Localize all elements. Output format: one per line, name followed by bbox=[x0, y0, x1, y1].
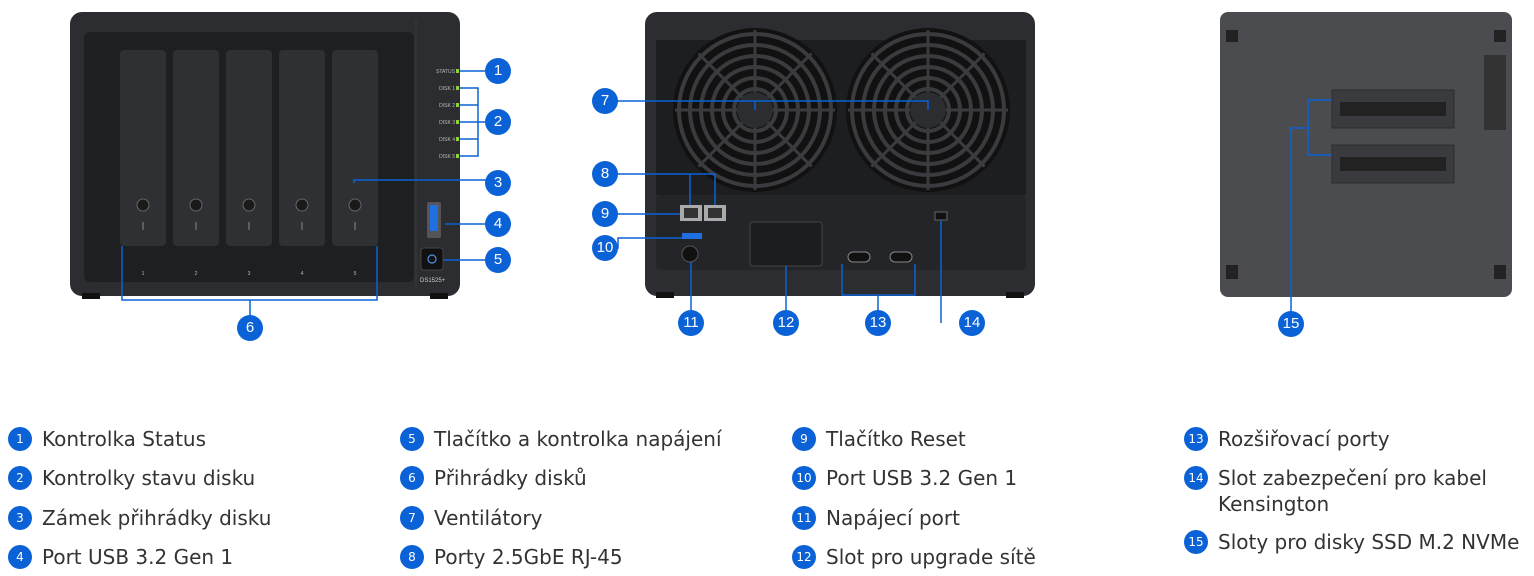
product-illustration: 1 2 3 4 5 STATUS DISK 1 DISK 2 DISK 3 DISK 4 DISK… bbox=[70, 12, 1512, 328]
legend-number-badge: 6 bbox=[400, 466, 424, 490]
nas-bottom-view bbox=[1220, 12, 1512, 297]
legend-item: 11 Napájecí port bbox=[792, 505, 960, 531]
legend-text: Ventilátory bbox=[434, 506, 543, 530]
legend-text: Port USB 3.2 Gen 1 bbox=[826, 466, 1018, 490]
legend-number-badge: 12 bbox=[792, 545, 816, 569]
legend-number-badge: 7 bbox=[400, 506, 424, 530]
legend-item: 4 Port USB 3.2 Gen 1 bbox=[8, 544, 233, 570]
callout-badge-8: 8 bbox=[592, 161, 618, 187]
bay-number: 3 bbox=[248, 271, 251, 277]
legend-number-badge: 15 bbox=[1184, 530, 1208, 554]
legend-number-badge: 3 bbox=[8, 506, 32, 530]
legend-text: Porty 2.5GbE RJ-45 bbox=[434, 545, 623, 569]
led-label: DISK 1 bbox=[439, 86, 455, 92]
bay-number: 2 bbox=[195, 271, 198, 277]
legend-text: Port USB 3.2 Gen 1 bbox=[42, 545, 234, 569]
led-label: STATUS bbox=[436, 69, 456, 75]
led-label: DISK 3 bbox=[439, 120, 455, 126]
legend-text: Přihrádky disků bbox=[434, 466, 587, 490]
legend-text: Sloty pro disky SSD M.2 NVMe bbox=[1218, 530, 1520, 554]
legend-text: Rozšiřovací porty bbox=[1218, 427, 1390, 451]
legend-item: 15 Sloty pro disky SSD M.2 NVMe bbox=[1184, 529, 1519, 555]
led-indicator bbox=[456, 103, 459, 107]
callout-badge-15: 15 bbox=[1278, 311, 1304, 337]
led-label: DISK 2 bbox=[439, 103, 455, 109]
bay-number: 1 bbox=[142, 271, 145, 277]
led-label: DISK 5 bbox=[439, 154, 455, 160]
led-indicator bbox=[456, 154, 459, 158]
legend-number-badge: 13 bbox=[1184, 427, 1208, 451]
callout-badge-2: 2 bbox=[485, 109, 511, 135]
callout-badge-10: 10 bbox=[592, 235, 618, 261]
legend-number-badge: 1 bbox=[8, 427, 32, 451]
callout-badge-13: 13 bbox=[865, 310, 891, 336]
legend-item: 2 Kontrolky stavu disku bbox=[8, 465, 255, 491]
legend-text: Tlačítko Reset bbox=[826, 427, 966, 451]
callout-badge-7: 7 bbox=[592, 88, 618, 114]
led-indicator bbox=[456, 86, 459, 90]
callout-badge-3: 3 bbox=[485, 170, 511, 196]
led-indicator bbox=[456, 69, 459, 73]
bay-number: 5 bbox=[354, 271, 357, 277]
legend-number-badge: 8 bbox=[400, 545, 424, 569]
callout-badge-11: 11 bbox=[678, 310, 704, 336]
legend-number-badge: 5 bbox=[400, 427, 424, 451]
drive-bay[interactable]: 5 bbox=[332, 50, 378, 277]
callout-badge-5: 5 bbox=[485, 247, 511, 273]
legend-item: 9 Tlačítko Reset bbox=[792, 426, 966, 452]
legend-item: 5 Tlačítko a kontrolka napájení bbox=[400, 426, 722, 452]
led-indicator bbox=[456, 120, 459, 124]
led-indicator bbox=[456, 137, 459, 141]
legend-item: 6 Přihrádky disků bbox=[400, 465, 587, 491]
legend-item: 12 Slot pro upgrade sítě bbox=[792, 544, 1036, 570]
legend-number-badge: 10 bbox=[792, 466, 816, 490]
drive-bay[interactable]: 4 bbox=[279, 50, 325, 277]
drive-bay[interactable]: 1 bbox=[120, 50, 166, 277]
led-label: DISK 4 bbox=[439, 137, 455, 143]
drive-bay[interactable]: 3 bbox=[226, 50, 272, 277]
bay-number: 4 bbox=[301, 271, 304, 277]
legend-item: 14 Slot zabezpečení pro kabel Kensington bbox=[1184, 465, 1504, 517]
callout-badge-6: 6 bbox=[237, 315, 263, 341]
legend-item: 10 Port USB 3.2 Gen 1 bbox=[792, 465, 1017, 491]
callout-badge-4: 4 bbox=[485, 211, 511, 237]
nas-front-view: 1 2 3 4 5 STATUS DISK 1 DISK 2 DISK 3 DISK 4 DISK… bbox=[70, 12, 460, 299]
legend-number-badge: 11 bbox=[792, 506, 816, 530]
model-label: DS1525+ bbox=[420, 278, 446, 284]
callout-badge-12: 12 bbox=[773, 310, 799, 336]
drive-bay[interactable]: 2 bbox=[173, 50, 219, 277]
legend-text: Slot pro upgrade sítě bbox=[826, 545, 1036, 569]
legend-item: 3 Zámek přihrádky disku bbox=[8, 505, 271, 531]
nas-rear-view bbox=[645, 12, 1035, 298]
legend-text: Zámek přihrádky disku bbox=[42, 506, 272, 530]
callout-badge-1: 1 bbox=[485, 58, 511, 84]
legend-text: Slot zabezpečení pro kabel Kensington bbox=[1218, 466, 1487, 516]
legend-text: Napájecí port bbox=[826, 506, 960, 530]
legend-number-badge: 2 bbox=[8, 466, 32, 490]
legend-item: 13 Rozšiřovací porty bbox=[1184, 426, 1390, 452]
callout-badge-9: 9 bbox=[592, 201, 618, 227]
callout-badge-14: 14 bbox=[959, 310, 985, 336]
legend-item: 7 Ventilátory bbox=[400, 505, 542, 531]
legend-item: 1 Kontrolka Status bbox=[8, 426, 206, 452]
legend-number-badge: 9 bbox=[792, 427, 816, 451]
legend-text: Tlačítko a kontrolka napájení bbox=[434, 427, 722, 451]
legend-text: Kontrolka Status bbox=[42, 427, 207, 451]
legend-number-badge: 4 bbox=[8, 545, 32, 569]
legend-item: 8 Porty 2.5GbE RJ-45 bbox=[400, 544, 623, 570]
legend-number-badge: 14 bbox=[1184, 466, 1208, 490]
legend-text: Kontrolky stavu disku bbox=[42, 466, 256, 490]
